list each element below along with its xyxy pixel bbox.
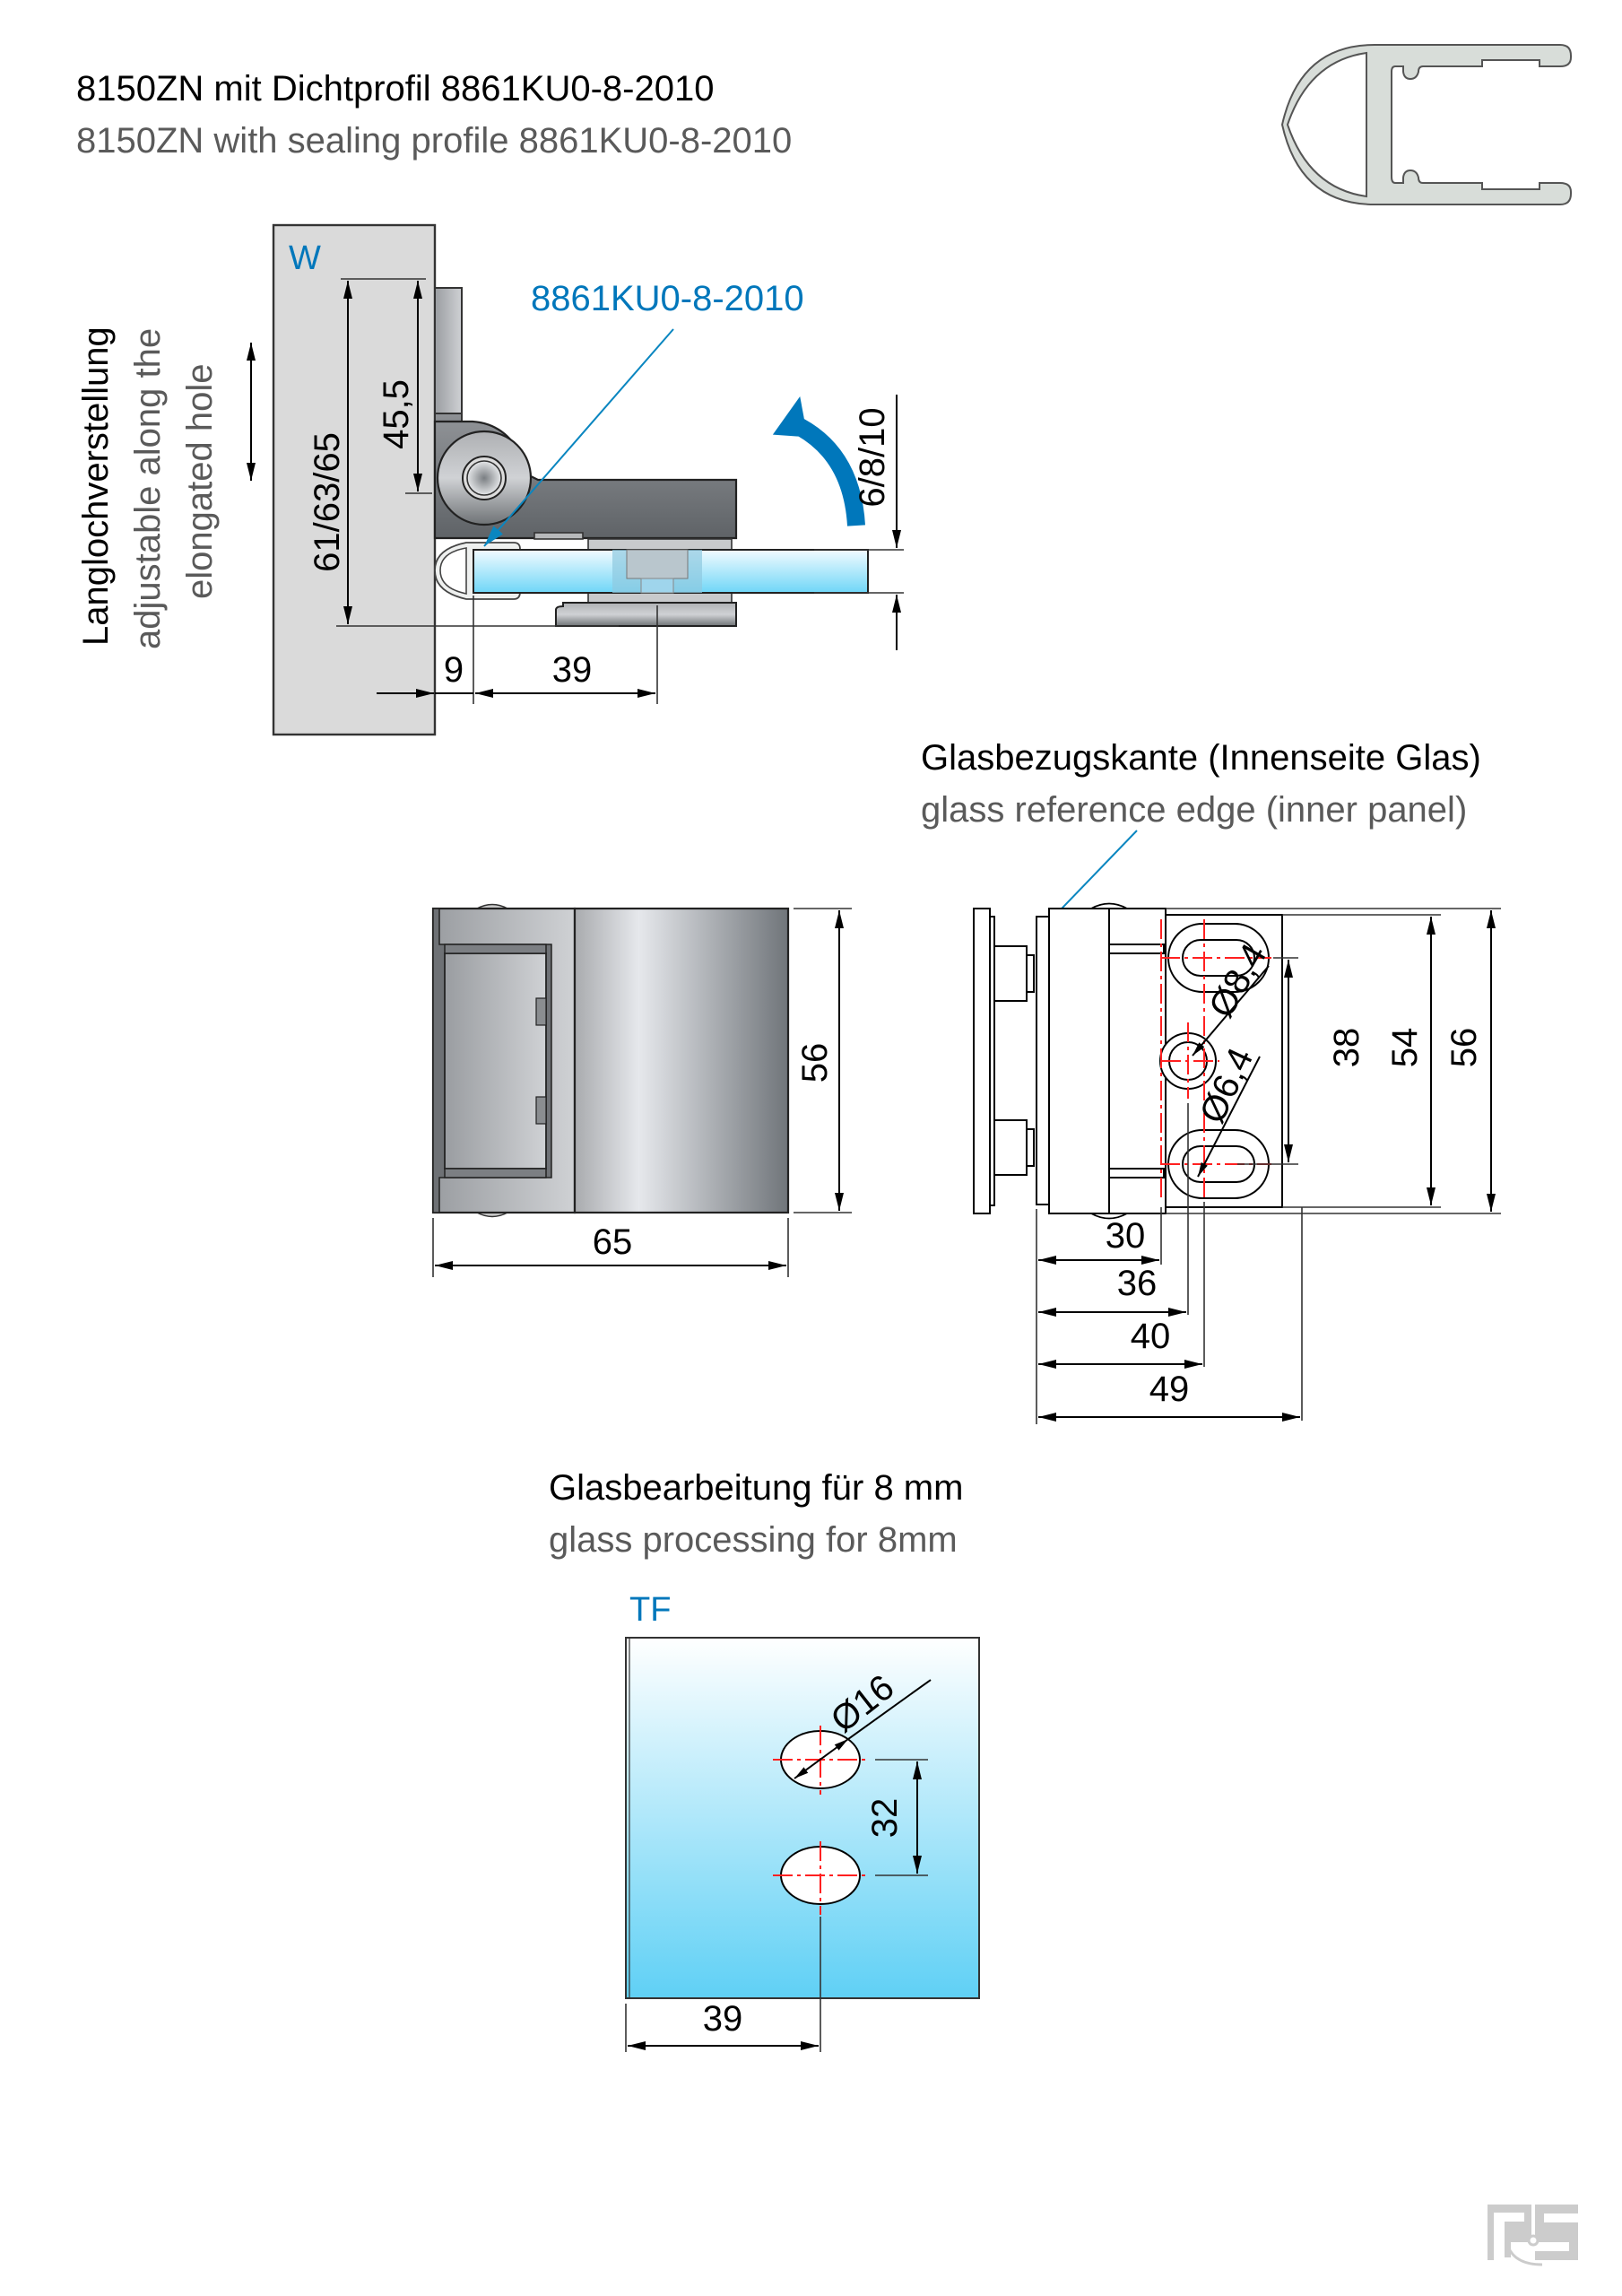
dim-label-wall-offset: 9 <box>444 650 464 690</box>
sealing-profile-icon <box>1280 44 1572 205</box>
title-de: 8150ZN mit Dichtprofil 8861KU0-8-2010 <box>76 69 714 109</box>
adjust-label-en-2: elongated hole <box>180 364 220 599</box>
dim-label-glass-thickness: 6/8/10 <box>853 407 892 507</box>
seal-label: 8861KU0-8-2010 <box>531 279 804 318</box>
wall-label: W <box>289 239 321 277</box>
dia-outer-leader <box>1192 965 1270 1057</box>
dim-label-30: 30 <box>1106 1216 1146 1256</box>
dia-16-leader <box>847 1679 932 1740</box>
reference-edge-label-en: glass reference edge (inner panel) <box>921 790 1467 830</box>
dim-label-total-height: 56 <box>1444 1028 1484 1068</box>
dim-label-glass-offset: 39 <box>552 650 593 690</box>
centerlines <box>1160 919 1271 1202</box>
hinge-front-view <box>431 903 790 1218</box>
wall <box>272 223 437 736</box>
ps-logo <box>1488 2205 1578 2266</box>
dim-label-hole-spacing: 38 <box>1327 1028 1366 1068</box>
adjust-label-de: Langlochverstellung <box>76 326 116 646</box>
dim-label-height-hinge: 45,5 <box>377 379 416 449</box>
dim-label-front-height: 56 <box>795 1043 835 1083</box>
rotation-arrow-icon <box>772 396 865 526</box>
hinge-top-view <box>433 287 869 627</box>
dim-label-40: 40 <box>1131 1317 1171 1356</box>
title-en: 8150ZN with sealing profile 8861KU0-8-20… <box>76 121 792 161</box>
dim-label-hole-spacing-glass: 32 <box>865 1798 905 1839</box>
seal-leader-arrow <box>483 328 674 547</box>
dim-label-49: 49 <box>1149 1370 1190 1409</box>
dia-16-arrow <box>794 1738 849 1779</box>
dim-label-front-width: 65 <box>593 1222 633 1262</box>
dim-label-height-total: 61/63/65 <box>308 432 347 572</box>
glass-panel-label: TF <box>629 1591 671 1629</box>
dim-label-36: 36 <box>1117 1264 1158 1303</box>
adjustment-note: Langlochverstellung adjustable along the… <box>76 326 256 649</box>
dia-inner-leader <box>1197 1056 1261 1178</box>
dim-label-plate-height: 54 <box>1385 1028 1425 1068</box>
reference-edge-label-de: Glasbezugskante (Innenseite Glas) <box>921 738 1481 778</box>
glass-panel <box>625 1637 980 1999</box>
adjust-label-en-1: adjustable along the <box>128 328 168 649</box>
dim-label-edge-offset: 39 <box>703 1999 743 2039</box>
glass-processing-title-de: Glasbearbeitung für 8 mm <box>549 1468 963 1508</box>
glass-processing-title-en: glass processing for 8mm <box>549 1520 958 1560</box>
